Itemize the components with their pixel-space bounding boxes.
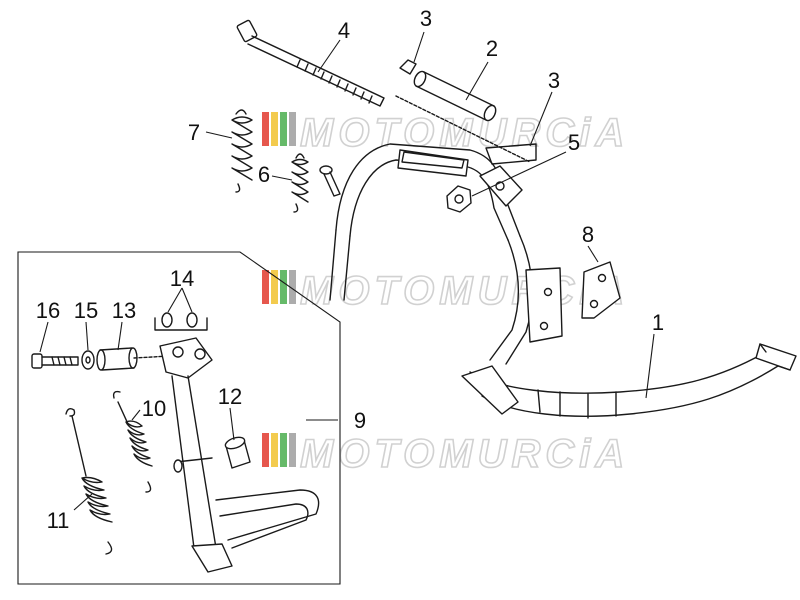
callout-7: 7 [188, 120, 200, 145]
watermark-text: MOTOMURCiA [300, 432, 629, 476]
leader-lines [39, 31, 655, 511]
part-spring-10 [112, 390, 153, 493]
watermark-text: MOTOMURCiA [300, 111, 629, 155]
part-spring-small [291, 153, 309, 213]
callout-5: 5 [568, 130, 580, 155]
part-spring-large [231, 109, 253, 193]
callout-16: 16 [36, 298, 60, 323]
callout-labels: 4 3 2 3 5 7 6 8 1 9 14 16 15 13 12 10 11 [36, 6, 664, 533]
part-bushing [96, 347, 171, 371]
callout-12: 12 [218, 384, 242, 409]
watermark-top: MOTOMURCiA [262, 110, 629, 156]
callout-1: 1 [652, 310, 664, 335]
callout-9: 9 [354, 408, 366, 433]
part-pivot-bushing [224, 436, 251, 469]
callout-3-right: 3 [548, 68, 560, 93]
watermark-stripes-icon [262, 112, 296, 146]
callout-8: 8 [582, 222, 594, 247]
watermark-stripes-icon [262, 433, 296, 467]
part-bracket [581, 261, 621, 319]
part-small-pin [319, 165, 341, 197]
part-side-stand-bolt [31, 353, 79, 369]
callout-10: 10 [142, 396, 166, 421]
part-washer [81, 350, 95, 370]
callout-13: 13 [112, 298, 136, 323]
part-pivot-pin [395, 59, 537, 165]
callout-11: 11 [47, 508, 70, 533]
watermark-bottom: MOTOMURCiA [262, 431, 629, 477]
side-stand-group-box [17, 251, 341, 585]
watermark-stripes-icon [262, 270, 296, 304]
watermark-text: MOTOMURCiA [300, 269, 629, 313]
callout-14: 14 [170, 266, 194, 291]
callout-2: 2 [486, 36, 498, 61]
callout-4: 4 [338, 18, 350, 43]
part-side-stand [159, 337, 320, 573]
callout-15: 15 [74, 298, 98, 323]
part-long-bolt [236, 19, 385, 107]
watermark-middle: MOTOMURCiA [262, 268, 629, 314]
part-spacer-washers [154, 312, 208, 331]
part-spring-11 [65, 407, 113, 555]
callout-6: 6 [258, 162, 270, 187]
part-centre-stand [329, 143, 797, 419]
part-nut [446, 185, 472, 213]
callout-3-top: 3 [420, 6, 432, 31]
